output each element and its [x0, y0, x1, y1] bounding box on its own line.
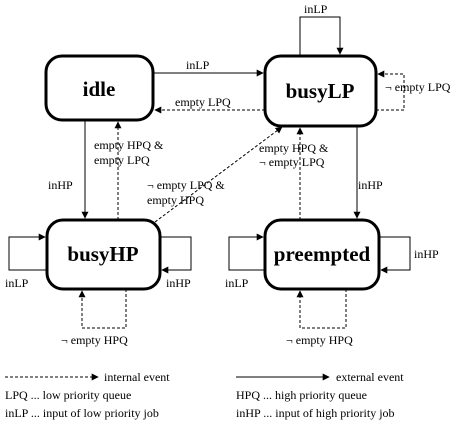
edge-busylp-to-idle: empty LPQ: [154, 95, 265, 114]
edge-idle-to-busyhp: inHP: [48, 120, 89, 219]
edge-preempted-self-right: inHP: [379, 236, 439, 274]
edge-label-preempted-empty-hpq-and: empty HPQ &: [259, 141, 329, 155]
edge-busyhp-to-idle: empty HPQ & empty LPQ: [94, 121, 164, 220]
edge-label-busylp-inhp: inHP: [358, 178, 383, 192]
edge-label-idle-inhp: inHP: [48, 178, 73, 192]
legend-internal-event: internal event: [104, 370, 170, 384]
edge-label-preempted-not-empty-lpq: ¬ empty LPQ: [259, 155, 325, 169]
edge-busylp-self-right: ¬ empty LPQ: [376, 70, 451, 111]
edge-label-inlp: inLP: [186, 58, 210, 72]
edge-busyhp-self-bottom: ¬ empty HPQ: [61, 289, 128, 347]
legend: internal event external event LPQ ... lo…: [5, 370, 404, 420]
edge-busyhp-to-busylp: ¬ empty LPQ & empty HPQ: [147, 126, 283, 223]
legend-external-event: external event: [336, 370, 404, 384]
edge-preempted-self-left: inLP: [225, 233, 265, 290]
edge-label-busyhp-inlp: inLP: [5, 276, 29, 290]
state-busyhp-label: busyHP: [67, 242, 138, 266]
legend-hpq-definition: HPQ ... high priority queue: [236, 388, 367, 402]
edge-label-empty-lpq: empty LPQ: [175, 95, 231, 109]
state-busylp-label: busyLP: [286, 79, 355, 103]
legend-inhp-definition: inHP ... input of high priority job: [236, 406, 395, 420]
state-idle: idle: [44, 54, 155, 122]
legend-inlp-definition: inLP ... input of low priority job: [5, 406, 159, 420]
state-busylp: busyLP: [263, 54, 378, 128]
edge-busyhp-self-left: inLP: [5, 233, 47, 290]
edge-busylp-self-top: inLP: [299, 2, 344, 56]
edge-preempted-to-busylp: empty HPQ & ¬ empty LPQ: [259, 127, 329, 220]
edge-idle-to-busylp: inLP: [153, 58, 264, 77]
edge-label-busyhp-not-empty-hpq: ¬ empty HPQ: [61, 333, 128, 347]
edge-label-not-empty-lpq-and: ¬ empty LPQ &: [147, 178, 225, 192]
edge-label-empty-hpq-and: empty HPQ &: [94, 138, 164, 152]
edge-label-empty-lpq-2: empty LPQ: [94, 153, 150, 167]
edge-preempted-self-bottom: ¬ empty HPQ: [286, 289, 353, 347]
state-preempted: preempted: [263, 218, 381, 291]
edge-label-preempted-inhp: inHP: [414, 247, 439, 261]
edge-label-empty-hpq: empty HPQ: [147, 193, 204, 207]
edge-label-preempted-inlp: inLP: [225, 276, 249, 290]
edge-label-preempted-not-empty-hpq: ¬ empty HPQ: [286, 333, 353, 347]
edge-busylp-to-preempted: inHP: [353, 126, 383, 219]
state-busyhp: busyHP: [45, 218, 162, 291]
state-preempted-label: preempted: [274, 242, 371, 266]
edge-label-busylp-inlp: inLP: [304, 2, 328, 16]
state-idle-label: idle: [83, 77, 116, 101]
edge-label-busylp-not-empty-lpq: ¬ empty LPQ: [385, 80, 451, 94]
edge-busyhp-self-right: inHP: [160, 236, 192, 290]
edge-label-busyhp-inhp: inHP: [166, 276, 191, 290]
legend-lpq-definition: LPQ ... low priority queue: [5, 388, 131, 402]
